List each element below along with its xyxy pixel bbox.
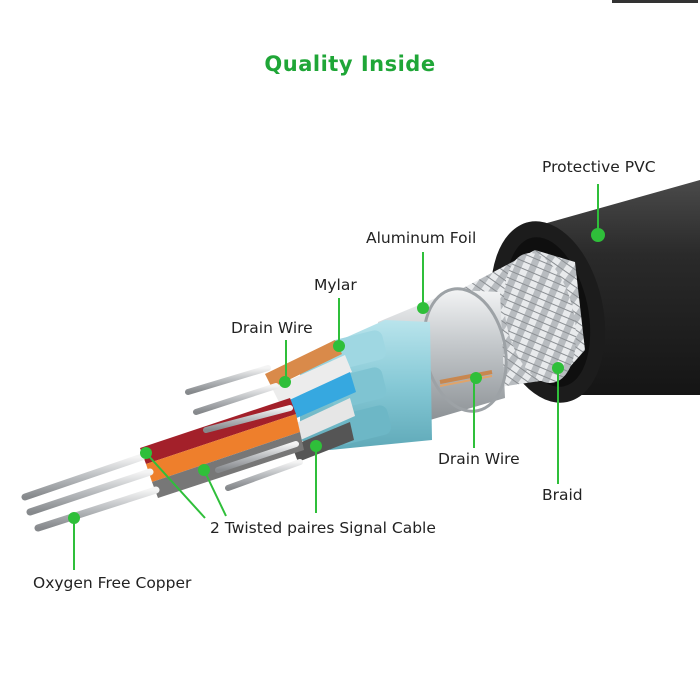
- label-oxygen-free-copper: Oxygen Free Copper: [33, 574, 192, 592]
- callouts: [68, 184, 605, 570]
- label-protective-pvc: Protective PVC: [542, 158, 656, 176]
- label-braid: Braid: [542, 486, 583, 504]
- label-twisted-pairs: 2 Twisted paires Signal Cable: [210, 519, 436, 537]
- label-mylar: Mylar: [314, 276, 357, 294]
- top-edge-bar: [612, 0, 698, 3]
- label-drain-wire-bottom: Drain Wire: [438, 450, 520, 468]
- label-drain-wire-top: Drain Wire: [231, 319, 313, 337]
- diagram-title: Quality Inside: [264, 52, 436, 76]
- copper-strands: [21, 365, 303, 532]
- label-aluminum-foil: Aluminum Foil: [366, 229, 477, 247]
